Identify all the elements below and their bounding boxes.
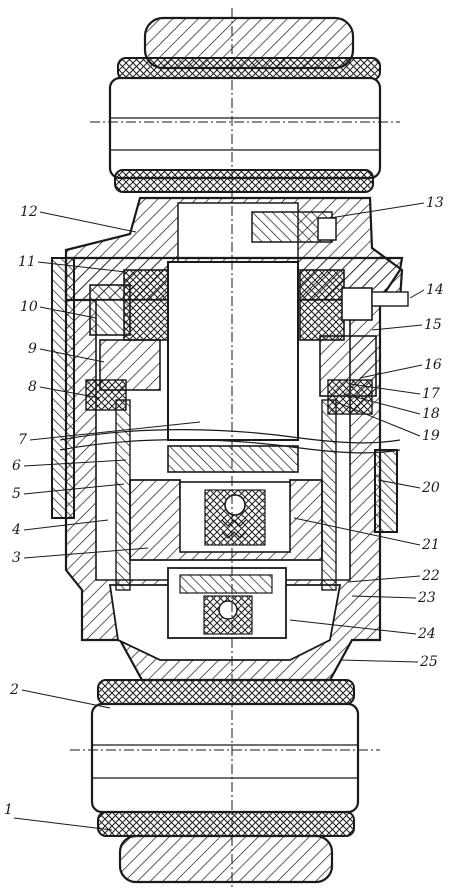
callout-6: 6 bbox=[12, 458, 21, 474]
callout-3: 3 bbox=[12, 550, 21, 566]
callout-19: 19 bbox=[422, 428, 440, 444]
callout-8: 8 bbox=[28, 379, 37, 395]
top-roller bbox=[108, 16, 382, 193]
callout-1: 1 bbox=[4, 802, 13, 818]
inner-cylinder bbox=[115, 399, 337, 591]
callout-10: 10 bbox=[20, 299, 38, 315]
callout-9: 9 bbox=[28, 341, 37, 357]
callout-14: 14 bbox=[426, 282, 444, 298]
break-line bbox=[59, 429, 401, 444]
callout-25: 25 bbox=[419, 654, 438, 670]
callout-21: 21 bbox=[421, 537, 440, 553]
callout-22: 22 bbox=[421, 568, 440, 584]
piston-rod bbox=[167, 261, 299, 473]
break-line-2 bbox=[59, 439, 401, 454]
callout-17: 17 bbox=[422, 386, 440, 402]
callout-20: 20 bbox=[421, 480, 440, 496]
callout-18: 18 bbox=[422, 406, 440, 422]
callout-12: 12 bbox=[20, 204, 38, 220]
callout-7: 7 bbox=[18, 432, 27, 448]
callout-5: 5 bbox=[12, 486, 21, 502]
piston-valve bbox=[129, 479, 323, 561]
callout-4: 4 bbox=[11, 522, 21, 538]
leader-lines bbox=[13, 202, 425, 831]
callouts: 1 2 3 4 5 6 7 8 9 10 11 12 13 14 15 16 1… bbox=[4, 195, 444, 818]
callout-2: 2 bbox=[9, 682, 19, 698]
callout-23: 23 bbox=[417, 590, 436, 606]
bottom-roller bbox=[90, 679, 360, 884]
seal-pack-right bbox=[299, 269, 409, 415]
callout-24: 24 bbox=[417, 626, 436, 642]
callout-13: 13 bbox=[426, 195, 444, 211]
callout-16: 16 bbox=[424, 357, 442, 373]
callout-15: 15 bbox=[424, 317, 442, 333]
callout-11: 11 bbox=[18, 254, 36, 270]
bottom-valve bbox=[167, 567, 287, 639]
seal-pack-left bbox=[85, 269, 169, 411]
